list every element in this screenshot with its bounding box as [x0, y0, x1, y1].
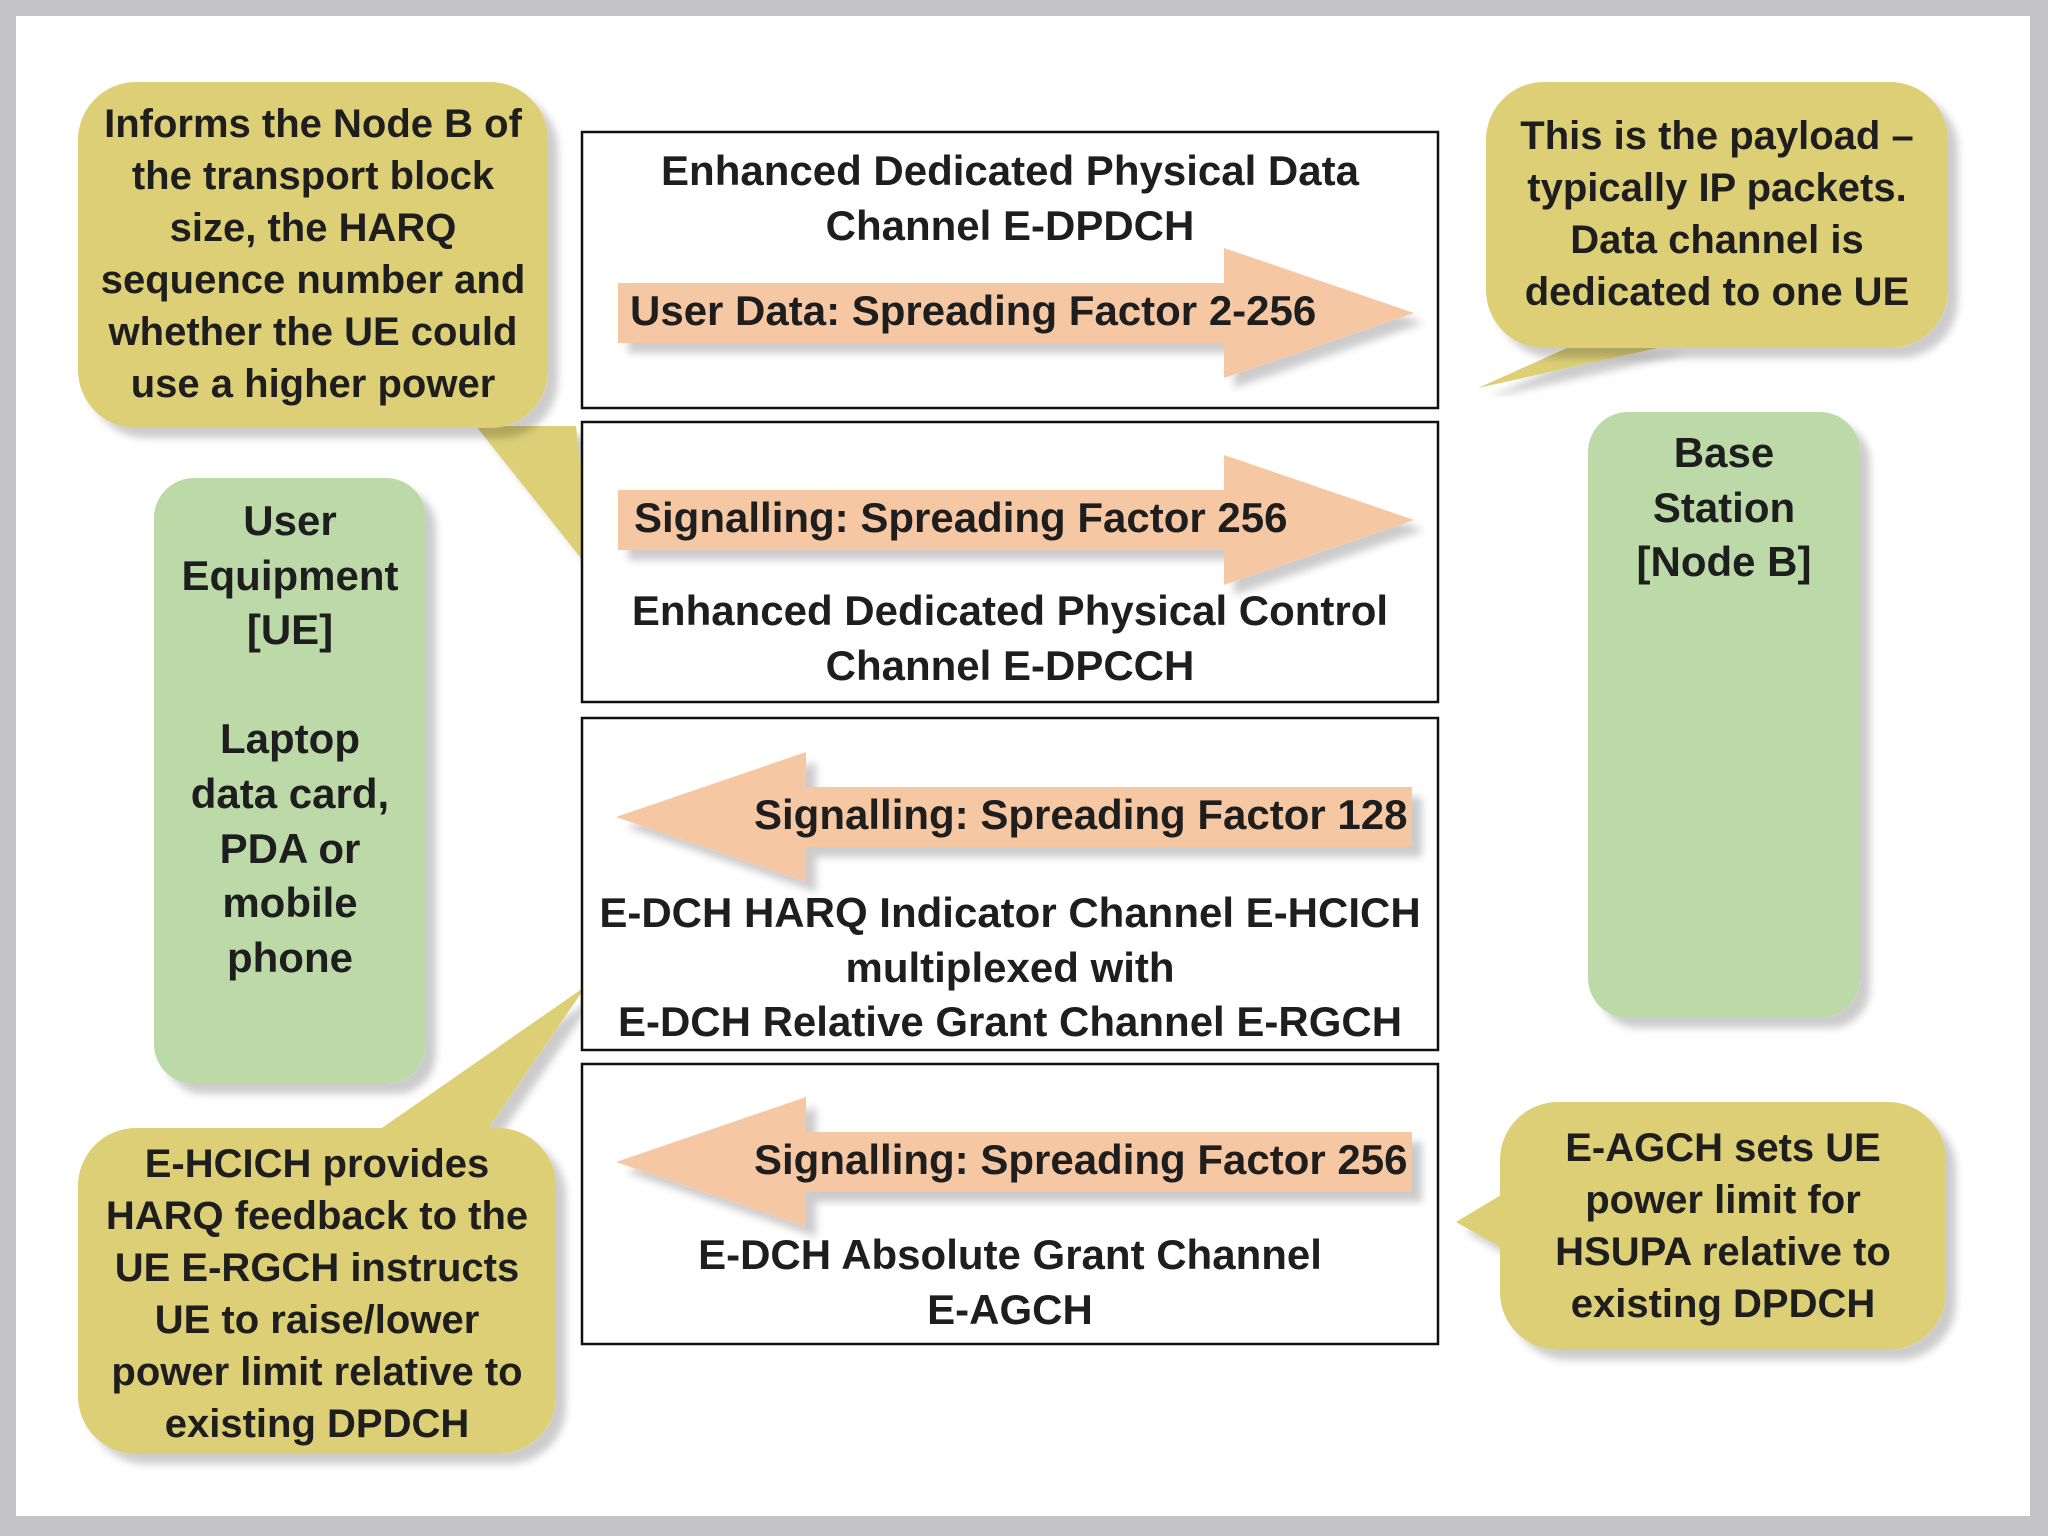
callout-bottom-right: [1500, 1102, 1946, 1350]
channel-title-e-dpcch: Enhanced Dedicated Physical Control Chan…: [631, 587, 1389, 689]
callout-text-top-right: This is the payload – typically IP packe…: [1520, 114, 1914, 314]
callout-top-left: [78, 82, 548, 428]
arrow-label-signalling-256-downlink: Signalling: Spreading Factor 256: [754, 1136, 1408, 1183]
callout-top-right: [1486, 82, 1948, 348]
channel-box-e-hcich-e-rgch: [580, 716, 1440, 1052]
channel-title-e-hcich-e-rgch: E-DCH HARQ Indicator Channel E-HCICH mul…: [599, 889, 1421, 1046]
arrow-label-user-data: User Data: Spreading Factor 2-256: [630, 287, 1317, 334]
callout-tail-top-left: [476, 426, 592, 572]
channel-title-e-dpdch: Enhanced Dedicated Physical Data Channel…: [661, 147, 1359, 249]
base-station-label: Base Station [Node B]: [1636, 429, 1812, 586]
channel-title-e-agch: E-DCH Absolute Grant Channel E-AGCH: [698, 1231, 1322, 1333]
callout-tail-bottom-left: [356, 986, 586, 1146]
callout-text-top-left: Informs the Node B of the transport bloc…: [100, 102, 526, 406]
uplink-arrow-signalling-256: [618, 455, 1414, 585]
user-equipment-box: [154, 478, 426, 1084]
downlink-arrow-signalling-128: [616, 752, 1412, 882]
arrow-label-signalling-128: Signalling: Spreading Factor 128: [754, 791, 1408, 838]
downlink-arrow-signalling-256: [616, 1097, 1412, 1227]
callout-text-bottom-right: E-AGCH sets UE power limit for HSUPA rel…: [1555, 1126, 1891, 1326]
channel-box-e-dpdch: [580, 130, 1440, 410]
callout-tail-top-right: [1478, 344, 1676, 388]
diagram-panel: Informs the Node B of the transport bloc…: [16, 16, 2030, 1516]
uplink-arrow-user-data: [618, 248, 1414, 378]
base-station-box: [1588, 412, 1860, 1018]
user-equipment-label: User Equipment [UE] Laptop data card, PD…: [181, 497, 399, 981]
channel-diagram: [78, 82, 1948, 1454]
channel-box-e-agch: [580, 1062, 1440, 1346]
callout-bottom-left: [78, 1128, 556, 1454]
arrow-label-signalling-256-uplink: Signalling: Spreading Factor 256: [634, 494, 1288, 541]
channel-box-e-dpcch: [580, 420, 1440, 704]
callout-text-bottom-left: E-HCICH provides HARQ feedback to the UE…: [105, 1142, 529, 1446]
